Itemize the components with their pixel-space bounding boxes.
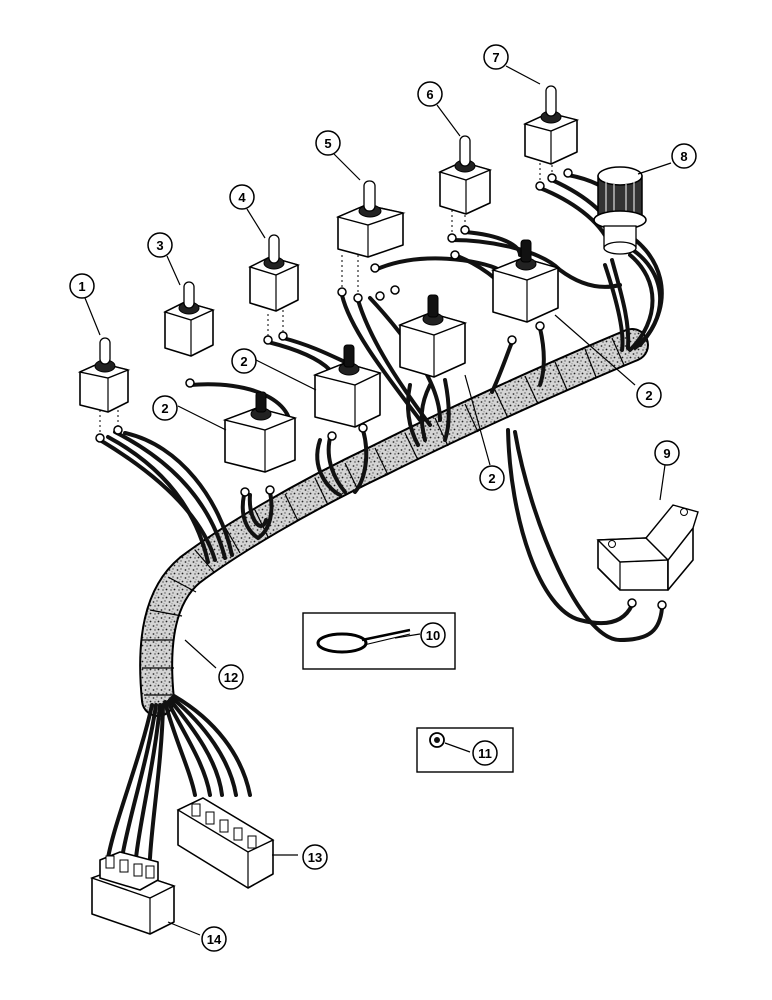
callout-11: 11: [472, 740, 498, 766]
callout-2-a: 2: [152, 395, 178, 421]
callout-2-b: 2: [231, 348, 257, 374]
callout-label-1: 1: [78, 279, 85, 294]
circuit-breaker-2-center: [397, 294, 468, 378]
alignment-dashes: [99, 160, 553, 434]
callout-7: 7: [483, 44, 509, 70]
connector-14: [89, 851, 176, 935]
callout-6: 6: [417, 81, 443, 107]
callout-label-2-c: 2: [488, 471, 495, 486]
toggle-switch-7: [522, 85, 580, 165]
circuit-breaker-2-mid: [312, 344, 382, 428]
callout-label-2-d: 2: [645, 388, 652, 403]
connector-13: [176, 797, 275, 889]
callout-label-3: 3: [156, 238, 163, 253]
callout-14: 14: [201, 926, 227, 952]
callout-label-8: 8: [680, 149, 687, 164]
callout-label-11: 11: [478, 746, 492, 761]
callout-label-13: 13: [308, 850, 322, 865]
callout-label-2-a: 2: [161, 401, 168, 416]
callout-9: 9: [654, 440, 680, 466]
toggle-switch-3: [163, 281, 216, 357]
callout-label-5: 5: [324, 136, 331, 151]
leader-lines: [84, 65, 672, 936]
toggle-switch-4: [248, 234, 301, 312]
callout-label-2-b: 2: [240, 354, 247, 369]
toggle-switch-5: [335, 180, 406, 258]
callout-8: 8: [671, 143, 697, 169]
callout-label-6: 6: [426, 87, 433, 102]
circuit-breaker-2-right: [490, 239, 561, 323]
callout-13: 13: [302, 844, 328, 870]
callout-3: 3: [147, 232, 173, 258]
callout-4: 4: [229, 184, 255, 210]
callout-label-4: 4: [238, 190, 246, 205]
wire-group: [98, 173, 664, 860]
callout-12: 12: [218, 664, 244, 690]
ring-terminals: [95, 168, 667, 610]
circuit-breaker-2-left: [222, 391, 298, 473]
toggle-switch-6: [438, 135, 493, 215]
callout-5: 5: [315, 130, 341, 156]
callout-10: 10: [420, 622, 446, 648]
callout-label-7: 7: [492, 50, 499, 65]
toggle-switch-1: [77, 337, 131, 413]
relay-component-9: [596, 504, 699, 591]
indicator-light-8: [593, 166, 647, 255]
harness-trunk: [139, 328, 649, 717]
callout-label-9: 9: [663, 446, 670, 461]
callout-label-10: 10: [426, 628, 440, 643]
callout-2-c: 2: [479, 465, 505, 491]
callout-2-d: 2: [636, 382, 662, 408]
callout-label-14: 14: [207, 932, 222, 947]
callout-label-12: 12: [224, 670, 238, 685]
callout-1: 1: [69, 273, 95, 299]
